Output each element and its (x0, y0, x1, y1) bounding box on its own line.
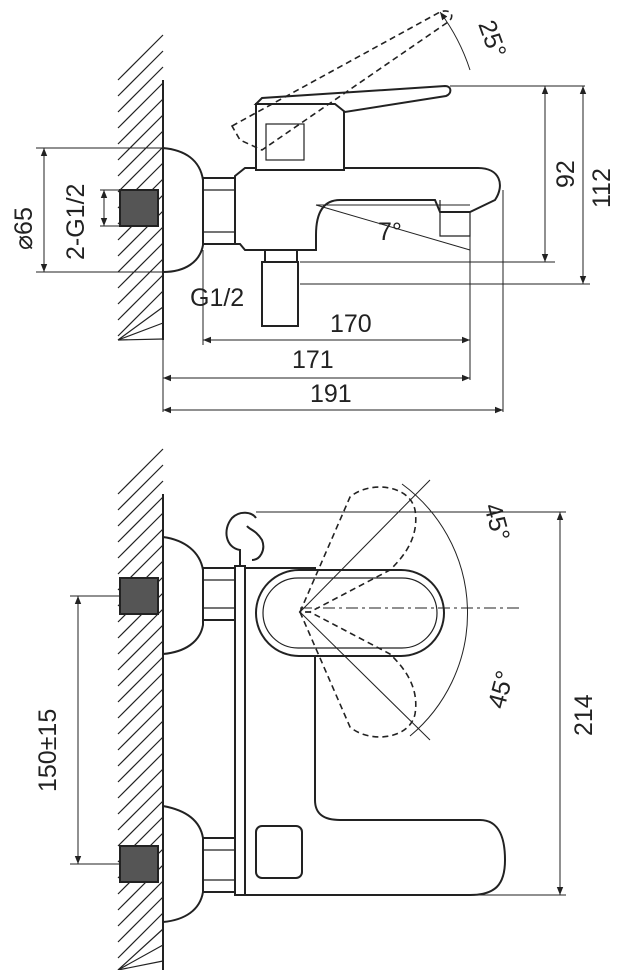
lever-handle (253, 84, 452, 114)
spout-angle-label: 7° (378, 218, 402, 246)
wall-hatch-line (117, 114, 164, 161)
eccentric-nut (202, 177, 236, 245)
wall-hatch-line (117, 258, 164, 305)
wall-hatch-line (117, 146, 164, 193)
angle-lower-label: 45° (483, 668, 520, 712)
wall-hatch-line (117, 880, 164, 927)
upper-nut (202, 567, 236, 621)
wall-hatch-line (117, 704, 164, 751)
wall-hatch-line (117, 464, 164, 511)
lever-handle-front (255, 569, 445, 657)
wall-hatch-line (117, 130, 164, 177)
lever-rotated-up-outline (298, 486, 417, 613)
wall-hatch-line (117, 928, 164, 970)
height-112-label: 112 (588, 168, 616, 208)
wall-hatch-line (117, 496, 164, 543)
wall-hatch-line (117, 944, 164, 970)
wall-hatch-line (117, 82, 164, 129)
thread-g-label: G1/2 (190, 284, 244, 312)
wall-hatch-line (117, 226, 164, 273)
wall-hatching-top (117, 34, 164, 341)
thread-2g-label: 2-G1/2 (62, 184, 90, 260)
wall-hatch-line (117, 34, 164, 81)
wall-hatch-line (117, 960, 164, 970)
mixer-body-front (234, 565, 246, 896)
spout-outlet-front (255, 825, 303, 879)
wall-hatch-line (117, 912, 164, 959)
wall-hatch-line (117, 512, 164, 559)
wall-hatch-line (117, 768, 164, 815)
spacing-label: 150±15 (34, 709, 62, 792)
wall-hatch-line (117, 322, 164, 341)
wall-hatch-line (117, 50, 164, 97)
wall-hatch-line (117, 66, 164, 113)
wall-hatch-line (117, 688, 164, 735)
angle-upper-label: 45° (478, 500, 515, 544)
wall-hatch-line (117, 656, 164, 703)
upper-inlet-pipe (119, 577, 159, 615)
length-191-label: 191 (310, 380, 352, 408)
wall-hatch-line (117, 784, 164, 831)
height-92-label: 92 (552, 160, 580, 188)
wall-hatch-line (117, 448, 164, 495)
upper-escutcheon (162, 535, 204, 656)
side-view: 25° 92 112 ⌀65 2-G1/2 7° G1/2 170 171 (10, 10, 616, 414)
front-view: 45° 45° 214 150±15 (34, 448, 598, 970)
lever-rotated-down-outline (298, 611, 417, 738)
shower-outlet (261, 261, 299, 327)
wall-hatch-line (117, 800, 164, 847)
diverter-knob (264, 249, 298, 263)
diameter-label: ⌀65 (10, 207, 38, 250)
wall-hatch-line (117, 480, 164, 527)
escutcheon (162, 146, 204, 274)
inlet-pipe (119, 189, 159, 227)
shower-hook (225, 511, 257, 566)
lower-nut (202, 837, 236, 893)
lever-tilted-outline (230, 10, 453, 151)
wall-hatch-line (117, 752, 164, 799)
lower-escutcheon (162, 804, 204, 924)
wall-hatch-line (117, 274, 164, 321)
length-171-label: 171 (292, 346, 334, 374)
length-170-label: 170 (330, 310, 372, 338)
wall-hatch-line (117, 528, 164, 575)
wall-hatch-line (117, 290, 164, 337)
wall-hatch-line (117, 608, 164, 655)
wall-hatch-line (117, 306, 164, 341)
wall-hatch-line (117, 624, 164, 671)
wall-hatch-line (117, 98, 164, 145)
wall-hatch-line (117, 242, 164, 289)
mixer-body (234, 167, 501, 251)
wall-hatch-line (117, 736, 164, 783)
wall-hatch-line (117, 640, 164, 687)
height-214-label: 214 (570, 694, 598, 736)
lower-inlet-pipe (119, 845, 159, 883)
wall-hatch-line (117, 672, 164, 719)
wall-hatch-line (117, 896, 164, 943)
wall-hatch-line (117, 338, 164, 341)
angle-lever-label: 25° (472, 16, 511, 61)
wall-hatch-line (117, 720, 164, 767)
